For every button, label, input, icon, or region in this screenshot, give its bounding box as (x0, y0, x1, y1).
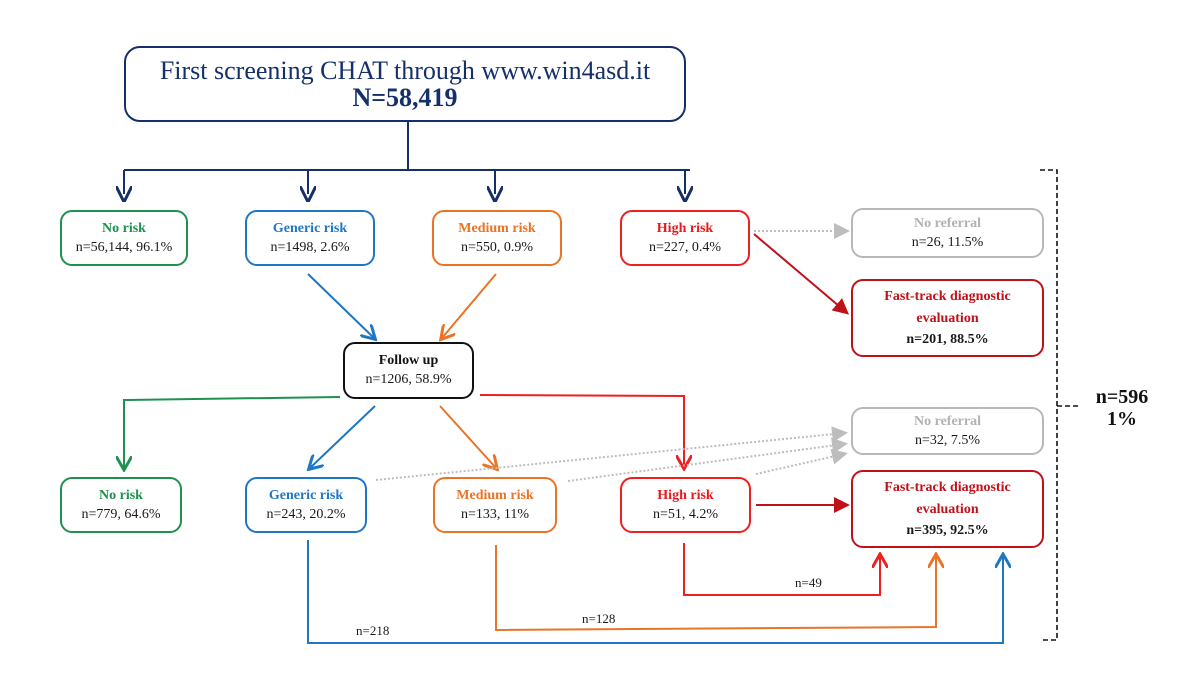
node-no-referral-1: No referral n=26, 11.5% (851, 208, 1044, 258)
flow-label-generic: n=218 (356, 623, 390, 638)
node-value: n=779, 64.6% (81, 506, 161, 522)
node-high-risk-1: High risk n=227, 0.4% (620, 210, 750, 266)
high-to-fasttrack-arrow-1 (753, 233, 850, 315)
node-title: Generic risk (268, 487, 344, 503)
node-medium-risk-1: Medium risk n=550, 0.9% (432, 210, 562, 266)
node-title: High risk (657, 487, 714, 503)
screening-title: First screening CHAT through www.win4asd… (159, 56, 651, 85)
screening-root-box: First screening CHAT through www.win4asd… (124, 46, 686, 122)
node-fast-track-1: Fast-track diagnostic evaluation n=201, … (851, 279, 1044, 357)
node-follow-up: Follow up n=1206, 58.9% (343, 342, 474, 399)
screening-total: N=58,419 (352, 83, 458, 112)
node-title: No referral (914, 413, 981, 429)
node-title: Medium risk (456, 487, 534, 503)
node-title: Follow up (378, 353, 439, 368)
node-title: Generic risk (272, 220, 348, 236)
node-title: Medium risk (458, 220, 536, 236)
node-value: n=201, 88.5% (906, 332, 989, 347)
node-value: n=51, 4.2% (652, 506, 719, 522)
node-no-risk-1: No risk n=56,144, 96.1% (60, 210, 188, 266)
node-fast-track-2: Fast-track diagnostic evaluation n=395, … (851, 470, 1044, 548)
node-value: n=395, 92.5% (906, 523, 989, 538)
node-value: n=550, 0.9% (460, 239, 534, 255)
generic-to-followup-arrow (307, 273, 374, 338)
node-generic-risk-1: Generic risk n=1498, 2.6% (245, 210, 375, 266)
top-tree-connector (124, 122, 690, 194)
followup-to-norisk-arrow (124, 396, 341, 468)
medium-to-noreferral-arrow (567, 437, 848, 482)
node-value: n=56,144, 96.1% (75, 239, 173, 255)
generic-to-noreferral-arrow (375, 426, 848, 481)
node-title: Fast-track diagnostic evaluation (884, 480, 1011, 517)
flow-label-high: n=49 (795, 575, 822, 590)
generic-loop-arrow (307, 540, 1003, 644)
node-generic-risk-2: Generic risk n=243, 20.2% (245, 477, 367, 533)
node-value: n=243, 20.2% (266, 506, 346, 522)
followup-to-high-arrow (479, 394, 684, 467)
node-value: n=1498, 2.6% (270, 239, 350, 255)
node-value: n=26, 11.5% (911, 234, 984, 250)
node-medium-risk-2: Medium risk n=133, 11% (433, 477, 557, 533)
node-title: No referral (914, 215, 981, 231)
node-value: n=32, 7.5% (914, 432, 981, 448)
node-value: n=133, 11% (460, 506, 530, 522)
flow-label-medium: n=128 (582, 611, 616, 626)
total-pct: 1% (1107, 408, 1137, 430)
node-value: n=1206, 58.9% (365, 372, 452, 387)
total-bracket (1040, 169, 1078, 641)
node-no-risk-2: No risk n=779, 64.6% (60, 477, 182, 533)
high-to-noreferral-arrow-2 (755, 448, 848, 475)
node-no-referral-2: No referral n=32, 7.5% (851, 407, 1044, 455)
total-n: n=596 (1095, 386, 1149, 408)
total-summary: n=596 1% (1092, 386, 1152, 430)
node-high-risk-2: High risk n=51, 4.2% (620, 477, 751, 533)
followup-to-generic-arrow (310, 405, 376, 468)
node-title: Fast-track diagnostic evaluation (884, 289, 1011, 326)
node-title: No risk (102, 220, 146, 236)
medium-loop-arrow (495, 545, 936, 632)
high-loop-arrow (683, 543, 880, 596)
node-value: n=227, 0.4% (648, 239, 722, 255)
node-title: High risk (656, 220, 714, 236)
followup-to-medium-arrow (439, 405, 496, 468)
node-title: No risk (99, 487, 143, 503)
medium-to-followup-arrow (442, 273, 497, 338)
